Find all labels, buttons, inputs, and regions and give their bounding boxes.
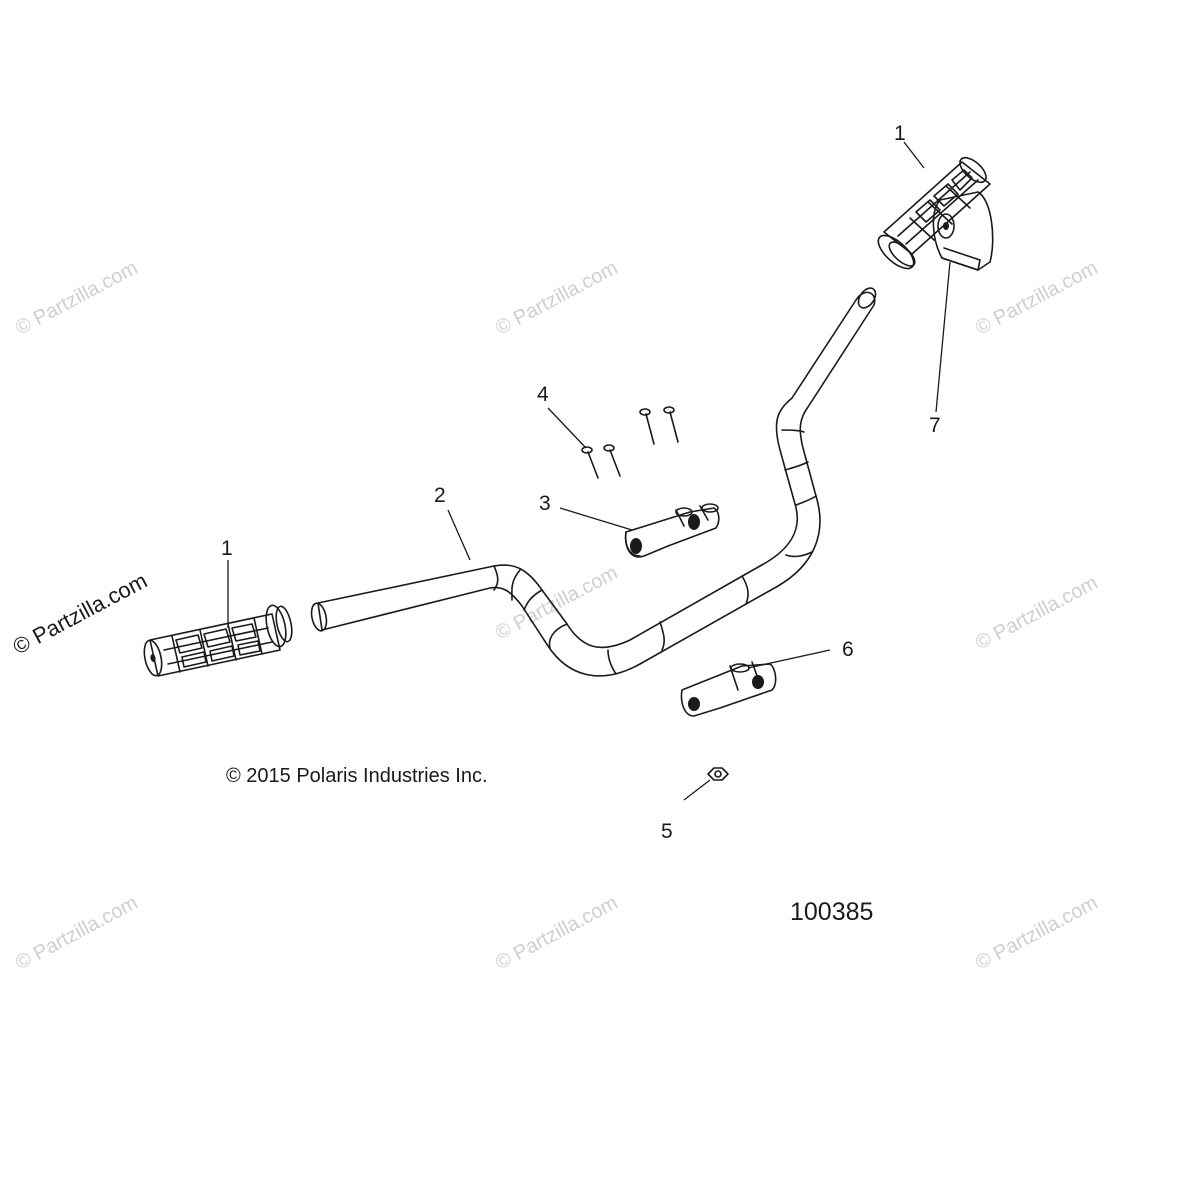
watermark: © Partzilla.com bbox=[12, 257, 141, 340]
watermark: © Partzilla.com bbox=[972, 257, 1101, 340]
callout-upper-clamp: 3 bbox=[539, 492, 551, 515]
callout-lower-clamp: 6 bbox=[842, 638, 854, 661]
watermark: © Partzilla.com bbox=[492, 257, 621, 340]
leader-lines bbox=[227, 141, 951, 801]
watermark: © Partzilla.com bbox=[492, 892, 621, 975]
callout-clamp-bolts: 4 bbox=[537, 383, 549, 406]
bolt bbox=[663, 406, 679, 443]
watermarks: © Partzilla.com © Partzilla.com © Partzi… bbox=[9, 257, 1102, 975]
watermark: © Partzilla.com bbox=[12, 892, 141, 975]
upper-clamp bbox=[624, 503, 720, 558]
callout-grip-right: 1 bbox=[894, 122, 906, 145]
watermark: © Partzilla.com bbox=[492, 562, 621, 645]
grip-left bbox=[143, 604, 293, 677]
callout-grip-left: 1 bbox=[221, 537, 233, 560]
handlebar bbox=[310, 287, 877, 677]
callouts: 1 1 2 3 4 5 6 7 bbox=[221, 122, 941, 843]
watermark: © Partzilla.com bbox=[972, 892, 1101, 975]
callout-end-plug: 7 bbox=[929, 414, 941, 437]
nut bbox=[707, 767, 729, 781]
end-plug bbox=[932, 191, 994, 271]
bolt bbox=[603, 444, 621, 477]
copyright-text: © 2015 Polaris Industries Inc. bbox=[226, 765, 488, 787]
watermark: © Partzilla.com bbox=[9, 568, 152, 660]
bolt bbox=[581, 446, 599, 479]
callout-nut: 5 bbox=[661, 820, 673, 843]
diagram-number: 100385 bbox=[790, 898, 873, 926]
clamp-bolts bbox=[581, 406, 679, 479]
watermark: © Partzilla.com bbox=[972, 572, 1101, 655]
callout-handlebar: 2 bbox=[434, 484, 446, 507]
grip-right bbox=[877, 156, 991, 270]
lower-clamp bbox=[680, 661, 777, 717]
bolt bbox=[639, 408, 655, 445]
